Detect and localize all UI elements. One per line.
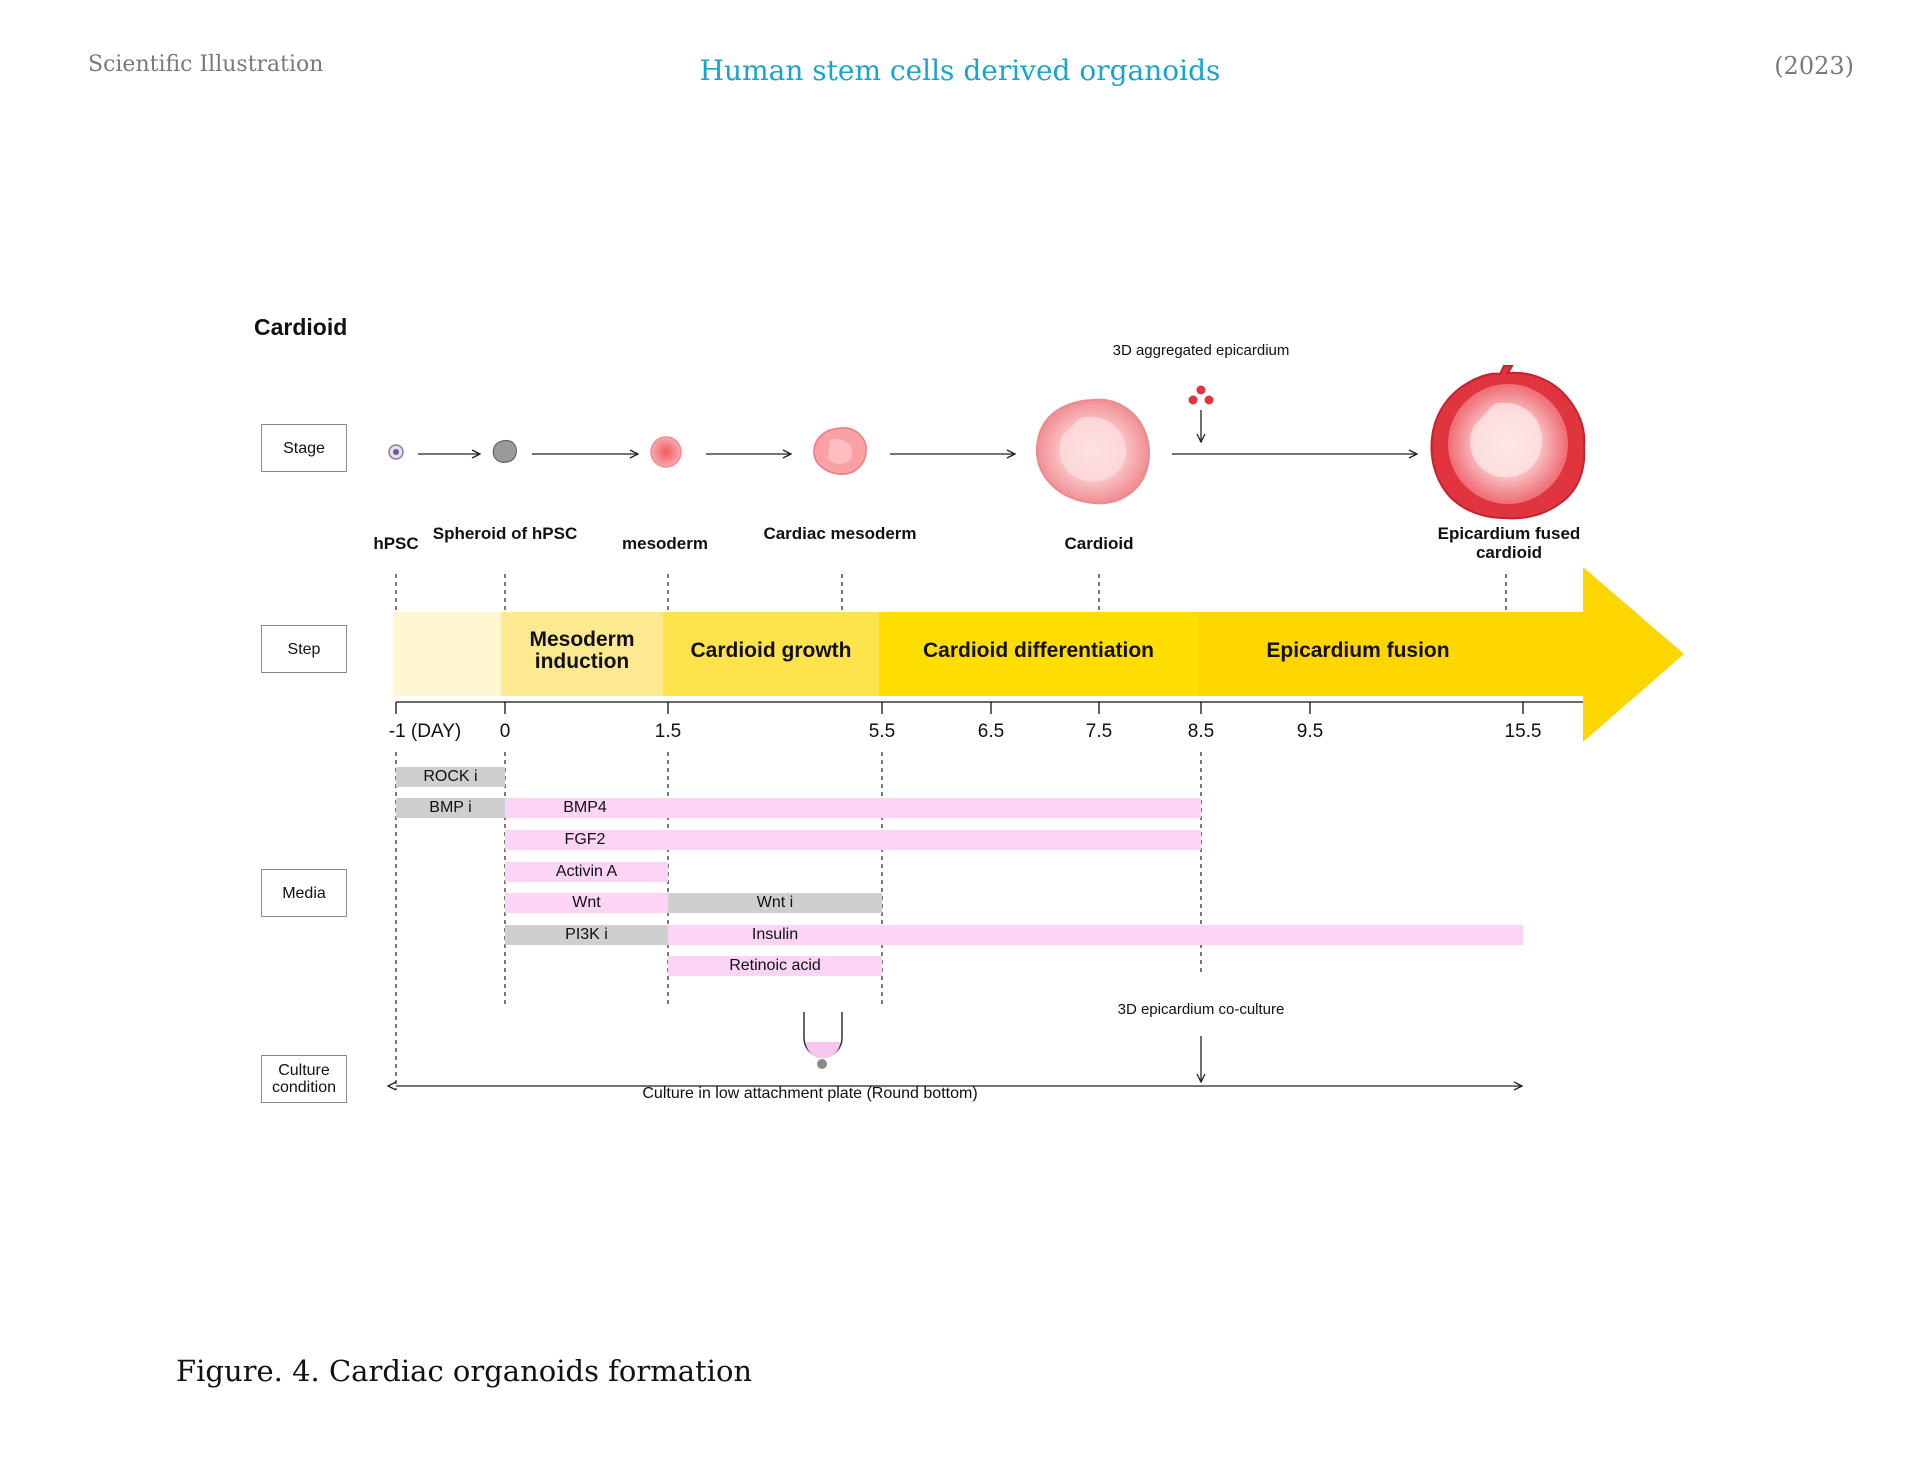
media-label-insulin: Insulin — [751, 926, 799, 943]
media-bar-retinoic-acid: Retinoic acid — [668, 956, 882, 976]
stage-label-mesoderm: mesoderm — [622, 534, 708, 553]
media-bar-bmp-i: BMP i — [396, 798, 505, 818]
cardioid-icon — [1035, 398, 1151, 505]
tick-label: 8.5 — [1187, 721, 1215, 742]
diagram-title: Cardioid — [254, 314, 348, 340]
media-bar-insulin: Insulin — [668, 925, 1523, 945]
step-segment-initial — [393, 612, 501, 696]
step-label-1: Mesoderm induction — [529, 628, 635, 673]
step-label-4: Epicardium fusion — [1266, 639, 1450, 662]
step-segment-mesoderm-induction — [501, 612, 663, 696]
row-label-culture: Culture condition — [261, 1055, 347, 1103]
step-segment-cardioid-growth — [663, 612, 879, 696]
media-bar-rock-i: ROCK i — [396, 767, 505, 787]
tick-label: 0 — [499, 721, 511, 742]
hpsc-cell-icon — [388, 444, 404, 460]
header-title: Human stem cells derived organoids — [699, 54, 1221, 87]
media-bar-wnt-i: Wnt i — [668, 893, 882, 913]
header-year: (2023) — [1774, 52, 1854, 80]
step-segment-cardioid-differentiation — [879, 612, 1198, 696]
header-left: Scientific Illustration — [88, 52, 324, 77]
spheroid-icon — [492, 439, 517, 463]
round-bottom-well-icon — [803, 1012, 843, 1069]
row-label-media: Media — [261, 869, 347, 917]
media-bar-activin-a: Activin A — [505, 862, 668, 882]
tick-label: 15.5 — [1504, 721, 1542, 742]
media-bar-wnt: Wnt — [505, 893, 668, 913]
media-bar-pi3k-i: PI3K i — [505, 925, 668, 945]
coculture-note: 3D epicardium co-culture — [1117, 1001, 1285, 1018]
tick-label: -1 (DAY) — [388, 721, 462, 742]
tick-label: 1.5 — [654, 721, 682, 742]
stage-label-cardioid: Cardioid — [1064, 534, 1134, 553]
tick-label: 6.5 — [977, 721, 1005, 742]
stage-label-epicardium-fused: Epicardium fused cardioid — [1437, 524, 1581, 562]
epicardium-note: 3D aggregated epicardium — [1112, 342, 1290, 359]
media-bar-fgf2: FGF2 — [505, 830, 1201, 850]
stage-label-spheroid: Spheroid of hPSC — [432, 524, 578, 543]
mesoderm-icon — [650, 436, 682, 468]
stage-label-cardiac-mesoderm: Cardiac mesoderm — [763, 524, 917, 543]
step-label-2: Cardioid growth — [690, 639, 852, 662]
figure-caption: Figure. 4. Cardiac organoids formation — [176, 1354, 753, 1388]
epicardium-fused-cardioid-icon — [1430, 365, 1586, 520]
media-bar-bmp4: BMP4 — [505, 798, 1201, 818]
epicardium-aggregate-icon — [1188, 385, 1214, 405]
row-label-step: Step — [261, 625, 347, 673]
media-label-bmp4: BMP4 — [563, 799, 607, 816]
stage-label-hpsc: hPSC — [373, 534, 419, 553]
culture-condition-text: Culture in low attachment plate (Round b… — [642, 1085, 978, 1102]
tick-label: 7.5 — [1085, 721, 1113, 742]
media-label-fgf2: FGF2 — [564, 831, 606, 848]
tick-label: 9.5 — [1296, 721, 1324, 742]
tick-label: 5.5 — [868, 721, 896, 742]
step-arrow — [1198, 567, 1684, 742]
row-label-stage: Stage — [261, 424, 347, 472]
step-label-3: Cardioid differentiation — [923, 639, 1154, 662]
